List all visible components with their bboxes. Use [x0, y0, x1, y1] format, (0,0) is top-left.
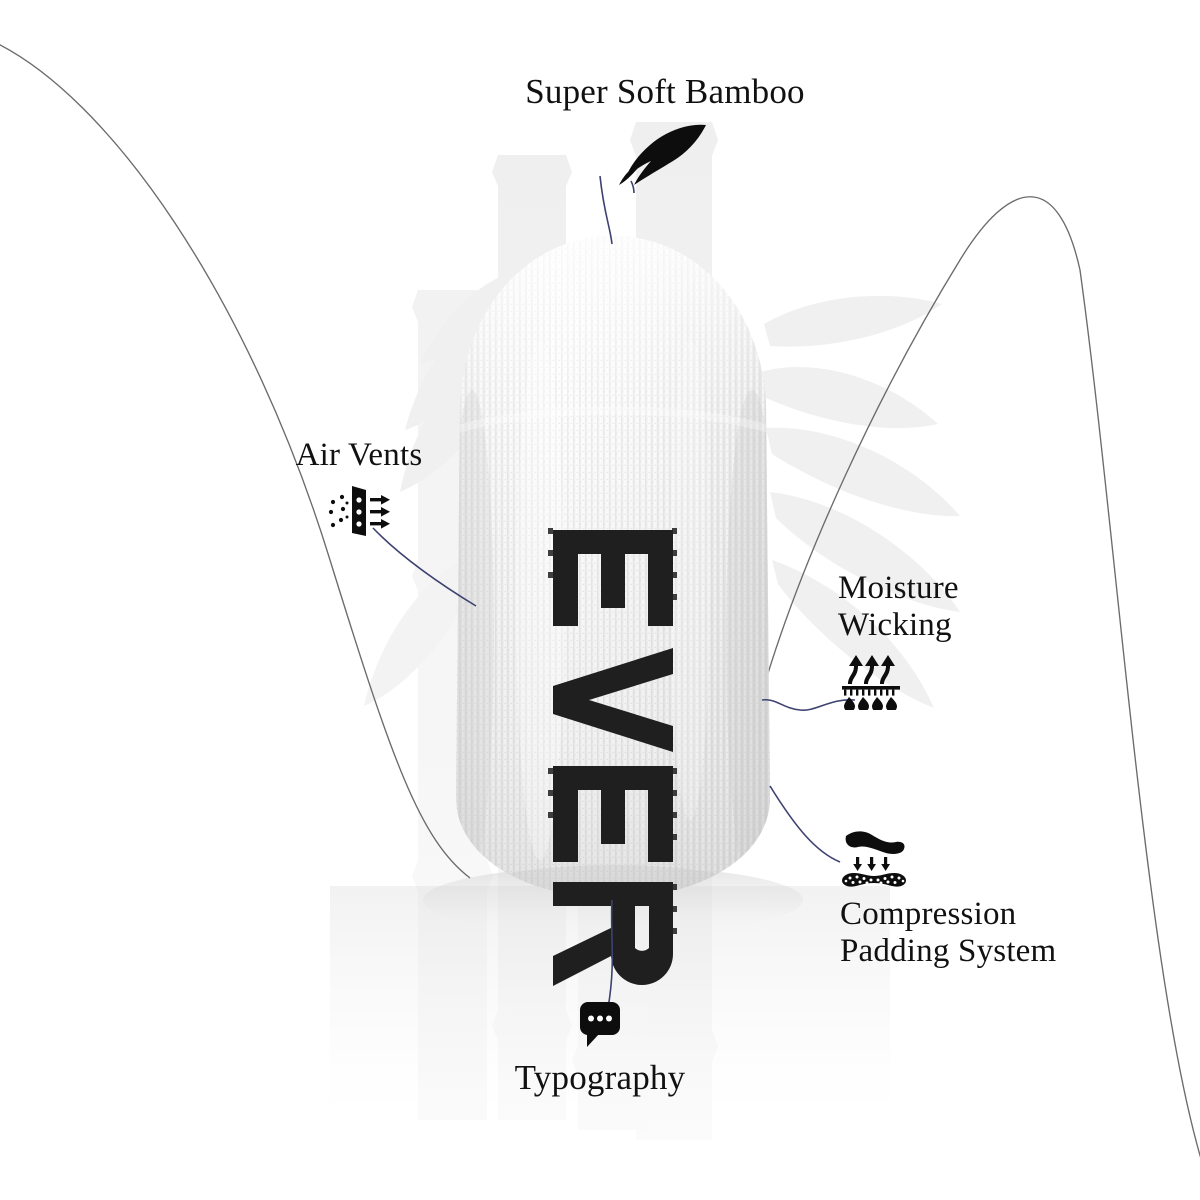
feature-moisture-wicking[interactable]: Moisture Wicking: [838, 570, 1088, 714]
connector-typography: [607, 899, 614, 1009]
feature-air-vents[interactable]: Air Vents: [244, 437, 474, 544]
feature-compression-padding[interactable]: Compression Padding System: [840, 828, 1130, 970]
compression-padding-icon: [842, 831, 906, 887]
feature-label-air-vents: Air Vents: [295, 437, 423, 473]
feature-label-moisture-wicking: Moisture Wicking: [838, 570, 959, 643]
moisture-wicking-icon: [842, 654, 900, 710]
speech-bubble-icon: [580, 1002, 620, 1047]
sock-silhouette: [455, 236, 771, 898]
feature-typography[interactable]: Typography: [470, 1000, 730, 1097]
compression-padding-icon-wrap: [840, 828, 1130, 890]
floor-shadow: [423, 866, 803, 934]
moisture-wicking-icon-wrap: [838, 652, 1088, 714]
speech-bubble-icon-wrap: [470, 1000, 730, 1052]
feature-label-compression-padding: Compression Padding System: [840, 896, 1057, 969]
bamboo-leaf-group-lower-left: [364, 560, 470, 706]
air-vent-icon-wrap: [244, 484, 474, 544]
bamboo-stalk-back-left: [492, 155, 572, 1120]
connector-compression: [769, 785, 841, 863]
bamboo-stalk-back-right: [630, 122, 718, 1140]
feather-icon: [619, 124, 706, 194]
feature-label-bamboo: Super Soft Bamboo: [525, 72, 805, 111]
air-vent-icon: [328, 485, 390, 536]
bamboo-stalk-front-left: [412, 290, 493, 1120]
feature-super-soft-bamboo[interactable]: Super Soft Bamboo: [430, 72, 900, 194]
feather-icon-wrap: [430, 119, 900, 194]
feature-label-typography: Typography: [514, 1058, 686, 1097]
sock-knit-brand-text: [548, 528, 677, 986]
